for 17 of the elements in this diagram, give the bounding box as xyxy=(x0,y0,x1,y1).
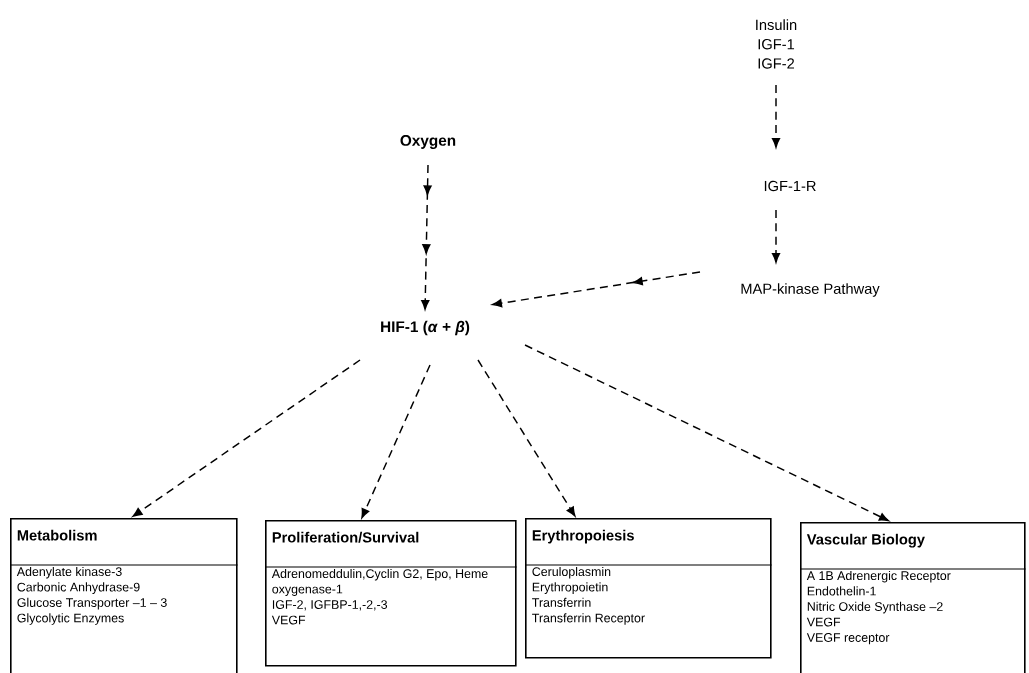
arrow xyxy=(492,271,701,308)
stimulus-label: Oxygen xyxy=(400,135,456,149)
receptor-label: IGF-1-R xyxy=(764,180,816,192)
category-box: Proliferation/Survival Adrenomeddulin,Cyclin G2, Epo, Heme oxygenase-1 IGF-2, IGFBP-1,-2,-3 VEGF xyxy=(264,520,518,667)
arrow xyxy=(421,164,432,310)
arrow xyxy=(132,359,361,517)
arrow xyxy=(361,364,431,519)
pathway-label: MAP-kinase Pathway xyxy=(741,283,880,297)
arrow xyxy=(477,359,576,517)
factor-label: HIF-1 (α + β) xyxy=(381,320,470,336)
ligand-list: Insulin IGF-1 IGF-2 xyxy=(756,19,797,69)
category-box: Vascular Biology A 1B Adrenergic Receptor Endothelin-1 Nitric Oxide Synthase –2 VEGF VEGF receptor xyxy=(799,522,1027,673)
arrow xyxy=(771,209,781,263)
category-box: Erythropoiesis Ceruloplasmin Erythropoietin Transferrin Transferrin Receptor xyxy=(524,518,773,659)
category-box: Metabolism Adenylate kinase-3 Carbonic Anhydrase-9 Glucose Transporter –1 – 3 Glycolytic Enzymes xyxy=(9,518,239,673)
arrow xyxy=(524,344,889,522)
arrow xyxy=(771,84,781,148)
